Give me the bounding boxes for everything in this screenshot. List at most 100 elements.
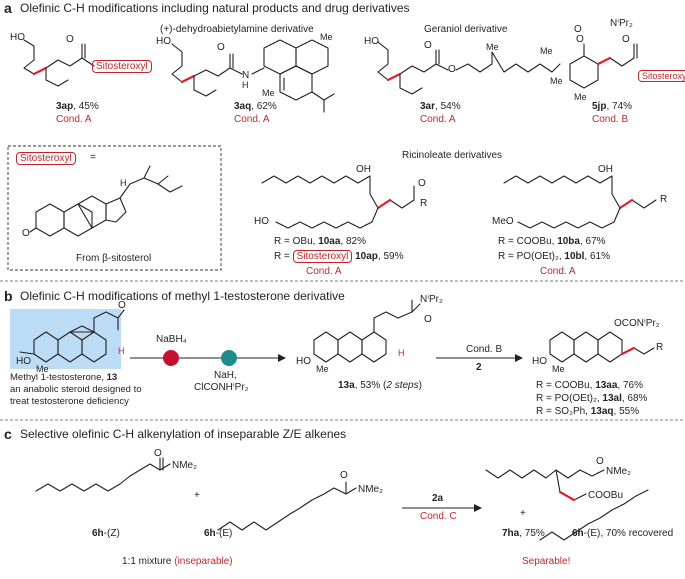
label-ric1-O: O bbox=[418, 178, 426, 189]
condition-3aq: Cond. A bbox=[234, 114, 270, 125]
label-7ha-COOBu: COOBu bbox=[588, 490, 624, 501]
label-5jp-O-top: O bbox=[574, 24, 582, 35]
label-3ar-HO: HO bbox=[364, 36, 379, 47]
structure-ricinoleate-2 bbox=[503, 175, 657, 229]
condition-3ar: Cond. A bbox=[420, 114, 456, 125]
reagent-2a: 2a bbox=[432, 493, 444, 504]
label-product-ocon: OCONⁱPr₂ bbox=[614, 318, 660, 329]
label-13a-HO: HO bbox=[296, 356, 311, 367]
structure-5jp bbox=[569, 43, 638, 89]
label-13-HO: HO bbox=[16, 356, 31, 367]
panel-a-letter: a bbox=[4, 0, 12, 16]
structure-13-product bbox=[549, 331, 655, 363]
ric2-row-2: R = PO(OEt)₂, 10bl, 61% bbox=[498, 251, 610, 262]
structure-7ha bbox=[485, 469, 605, 502]
reagent-nabh4: NaBH₄ bbox=[156, 334, 187, 345]
panel-c-title: Selective olefinic C-H alkenylation of i… bbox=[20, 427, 347, 441]
label-5jp-sitosteroxyl: Sitosteroxyl bbox=[638, 70, 685, 82]
label-5jp-O-carbonyl: O bbox=[622, 34, 630, 45]
compound-3ar: 3ar, 54% bbox=[420, 101, 461, 112]
label-3ap-HO: HO bbox=[10, 32, 25, 43]
structure-3ar bbox=[377, 41, 561, 95]
label-3aq-N: N bbox=[242, 70, 250, 81]
sitosteroxyl-definition-label: Sitosteroxyl bbox=[16, 152, 76, 165]
label-3ap-O: O bbox=[66, 34, 74, 45]
structure-6h-Z bbox=[35, 457, 171, 492]
structure-3aq bbox=[171, 39, 335, 113]
label-3aq-O: O bbox=[217, 42, 225, 53]
panel-c-letter: c bbox=[4, 426, 12, 442]
label-ric1-HO: HO bbox=[254, 216, 269, 227]
reagent-nah: NaH, bbox=[214, 370, 237, 381]
panel-a-title: Olefinic C-H modifications including nat… bbox=[20, 1, 410, 15]
label-3ar-O-carbonyl: O bbox=[424, 40, 432, 51]
structure-13a bbox=[313, 299, 421, 363]
subtitle-ricinoleate: Ricinoleate derivatives bbox=[402, 150, 503, 161]
label-product-Me: Me bbox=[552, 364, 565, 374]
ric1-row-2: R = Sitosteroxyl 10ap, 59% bbox=[274, 250, 404, 263]
reagent-dot-teal bbox=[221, 350, 237, 366]
label-product-HO: HO bbox=[532, 356, 547, 367]
subtitle-geraniol: Geraniol derivative bbox=[424, 24, 508, 35]
label-3ap-sitosteroxyl: Sitosteroxyl bbox=[92, 60, 152, 73]
label-sitosterol-H: H bbox=[120, 178, 127, 188]
label-5jp-O: O bbox=[576, 34, 584, 45]
structure-6h-E-recovered bbox=[539, 489, 649, 541]
reagent-clconh: ClCONHⁱPr₂ bbox=[194, 382, 249, 393]
label-ric2-R: R bbox=[660, 194, 668, 205]
condition-5jp: Cond. B bbox=[592, 114, 629, 125]
sitosteroxyl-equals: = bbox=[90, 152, 96, 163]
label-13a-H: H bbox=[398, 348, 405, 358]
label-sitosterol-O: O bbox=[22, 228, 30, 239]
structure-6h-E bbox=[217, 481, 357, 531]
ric2-condition: Cond. A bbox=[540, 266, 576, 277]
panel-b-letter: b bbox=[4, 288, 13, 304]
compound-3aq: 3aq, 62% bbox=[234, 101, 277, 112]
ric1-row-1: R = OBu, 10aa, 82% bbox=[274, 236, 367, 247]
caption-13-line2: an anabolic steroid designed to bbox=[10, 384, 142, 395]
label-6hZ: 6h-(Z) bbox=[92, 528, 120, 539]
compound-5jp: 5jp, 74% bbox=[592, 101, 633, 112]
panel-b-title: Olefinic C-H modifications of methyl 1-t… bbox=[20, 289, 345, 303]
label-3aq-HO: HO bbox=[156, 36, 171, 47]
label-ric2-MeO: MeO bbox=[492, 216, 514, 227]
label-7ha-O: O bbox=[596, 456, 604, 467]
plus-sign-1: + bbox=[194, 490, 200, 501]
mixture-note: 1:1 mixture (inseparable) bbox=[122, 556, 233, 567]
label-6hE-O: O bbox=[340, 470, 348, 481]
reagent-2: 2 bbox=[476, 362, 482, 373]
structure-13 bbox=[19, 309, 125, 363]
label-3ar-Me-1: Me bbox=[486, 42, 499, 52]
structure-3ap bbox=[23, 39, 95, 87]
result-row-13aa: R = COOBu, 13aa, 76% bbox=[536, 380, 644, 391]
structure-sitosterol bbox=[29, 165, 183, 237]
from-sitosterol: From β-sitosterol bbox=[76, 253, 152, 264]
sitosteroxyl-definition-box bbox=[7, 145, 222, 271]
label-5jp-Me: Me bbox=[574, 92, 587, 102]
caption-13-line3: treat testosterone deficiency bbox=[10, 396, 129, 407]
compound-7ha: 7ha, 75% bbox=[502, 528, 545, 539]
label-13a-O: O bbox=[424, 314, 432, 325]
plus-sign-2: + bbox=[520, 508, 526, 519]
caption-13-line1: Methyl 1-testosterone, 13 bbox=[10, 372, 118, 383]
label-5jp-NPr2: NⁱPr₂ bbox=[610, 18, 633, 29]
condition-3ap: Cond. A bbox=[56, 114, 92, 125]
label-7ha-NMe2: NMe₂ bbox=[606, 466, 631, 477]
label-3aq-H: H bbox=[242, 80, 249, 90]
separable-note: Separable! bbox=[522, 556, 571, 567]
label-13a-Me: Me bbox=[316, 364, 329, 374]
label-13-Me: Me bbox=[36, 364, 49, 374]
label-6hZ-O: O bbox=[154, 448, 162, 459]
result-row-13al: R = PO(OEt)₂, 13al, 68% bbox=[536, 393, 648, 404]
label-ric1-R: R bbox=[420, 198, 428, 209]
label-3aq-Me-bottom: Me bbox=[262, 88, 275, 98]
label-13-O: O bbox=[118, 300, 126, 311]
structure-ricinoleate-1 bbox=[261, 175, 415, 229]
label-13a-NPr2: NⁱPr₂ bbox=[420, 294, 443, 305]
label-13-H: H bbox=[118, 346, 125, 356]
compound-3ap: 3ap, 45% bbox=[56, 101, 99, 112]
ric2-row-1: R = COOBu, 10ba, 67% bbox=[498, 236, 606, 247]
result-row-13aq: R = SO₂Ph, 13aq, 55% bbox=[536, 406, 640, 417]
ric1-condition: Cond. A bbox=[306, 266, 342, 277]
